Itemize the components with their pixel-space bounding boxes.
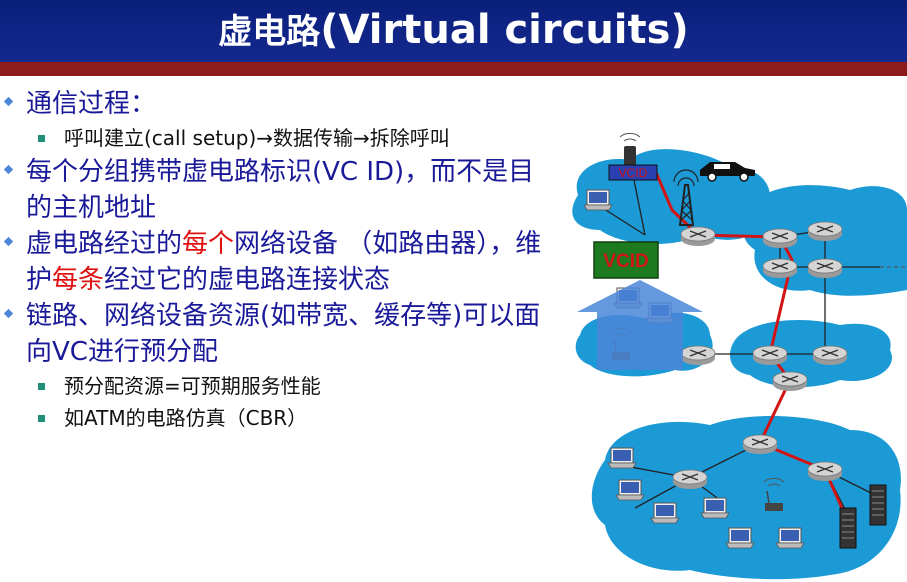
highlight-each: 每个 bbox=[182, 229, 235, 259]
square-bullet-icon bbox=[38, 415, 45, 422]
bullet-text: 预分配资源=可预期服务性能 bbox=[64, 374, 321, 398]
sub-bullet-predictable: 预分配资源=可预期服务性能 bbox=[0, 370, 560, 402]
diamond-bullet-icon bbox=[3, 164, 14, 175]
sub-bullet-atm: 如ATM的电路仿真（CBR） bbox=[0, 402, 560, 434]
vcid-small-text: VCID bbox=[619, 166, 648, 180]
sub-bullet-call-flow: 呼叫建立(call setup)→数据传输→拆除呼叫 bbox=[0, 122, 560, 154]
laptop-icon bbox=[583, 189, 613, 211]
diamond-bullet-icon bbox=[3, 236, 14, 247]
router-icon bbox=[752, 345, 788, 366]
router-icon bbox=[680, 226, 716, 247]
bullet-text-mid: 网络设备 （如路由器），维护 bbox=[26, 229, 542, 295]
computer-icon bbox=[700, 497, 730, 519]
virtual-circuit-path bbox=[653, 169, 847, 516]
server-icon bbox=[839, 507, 857, 549]
car-icon bbox=[700, 162, 755, 182]
title-chinese: 虚电路 bbox=[218, 12, 321, 52]
square-bullet-icon bbox=[38, 383, 45, 390]
network-cloud-bottom bbox=[591, 415, 901, 580]
bullet-comm-process: 通信过程： bbox=[0, 86, 560, 122]
bullet-text: 每个分组携带虚电路标识(VC ID)，而不是目的主机地址 bbox=[26, 157, 535, 223]
bullet-text: 呼叫建立(call setup)→数据传输→拆除呼叫 bbox=[64, 126, 450, 150]
router-icon bbox=[762, 258, 798, 279]
router-icon bbox=[812, 345, 848, 366]
bullet-text: 如ATM的电路仿真（CBR） bbox=[64, 406, 308, 430]
router-icon bbox=[672, 469, 708, 490]
vcid-small-label: VCID bbox=[608, 164, 658, 181]
vcid-large-label: VCID bbox=[593, 241, 659, 279]
title-english: (Virtual circuits) bbox=[320, 7, 689, 53]
computer-icon bbox=[650, 502, 680, 524]
bullet-list: 通信过程： 呼叫建立(call setup)→数据传输→拆除呼叫 每个分组携带虚… bbox=[0, 86, 560, 434]
up-arrow-icon bbox=[577, 280, 703, 370]
slide-title: 虚电路(Virtual circuits) bbox=[0, 0, 907, 62]
title-bar bbox=[0, 0, 907, 62]
square-bullet-icon bbox=[38, 135, 45, 142]
bullet-text: 通信过程： bbox=[26, 89, 157, 119]
bullet-text-post: 经过它的虚电路连接状态 bbox=[104, 265, 391, 295]
router-icon bbox=[772, 371, 808, 392]
router-icon bbox=[742, 434, 778, 455]
cell-tower-icon bbox=[673, 169, 699, 226]
phone-icon bbox=[619, 132, 641, 166]
computer-icon bbox=[615, 479, 645, 501]
diamond-bullet-icon bbox=[3, 96, 14, 107]
bullet-text-pre: 虚电路经过的 bbox=[26, 229, 183, 259]
laptop-icon bbox=[775, 527, 805, 549]
diamond-bullet-icon bbox=[3, 308, 14, 319]
bullet-text: 链路、网络设备资源(如带宽、缓存等)可以面向VC进行预分配 bbox=[26, 301, 541, 367]
computer-icon bbox=[607, 447, 637, 469]
laptop-icon bbox=[725, 527, 755, 549]
router-icon bbox=[762, 228, 798, 249]
bullet-vc-id: 每个分组携带虚电路标识(VC ID)，而不是目的主机地址 bbox=[0, 154, 560, 226]
router-icon bbox=[807, 461, 843, 482]
vcid-large-text: VCID bbox=[603, 251, 648, 272]
router-icon bbox=[807, 221, 843, 242]
title-underline bbox=[0, 62, 907, 76]
highlight-each-circuit: 每条 bbox=[52, 265, 105, 295]
wireless-access-point-icon bbox=[763, 477, 785, 511]
bullet-resources: 链路、网络设备资源(如带宽、缓存等)可以面向VC进行预分配 bbox=[0, 298, 560, 370]
router-icon bbox=[680, 345, 716, 366]
bullet-state: 虚电路经过的每个网络设备 （如路由器），维护每条经过它的虚电路连接状态 bbox=[0, 226, 560, 298]
server-icon bbox=[869, 484, 887, 526]
network-diagram: VCID VCID bbox=[572, 132, 907, 580]
router-icon bbox=[807, 258, 843, 279]
